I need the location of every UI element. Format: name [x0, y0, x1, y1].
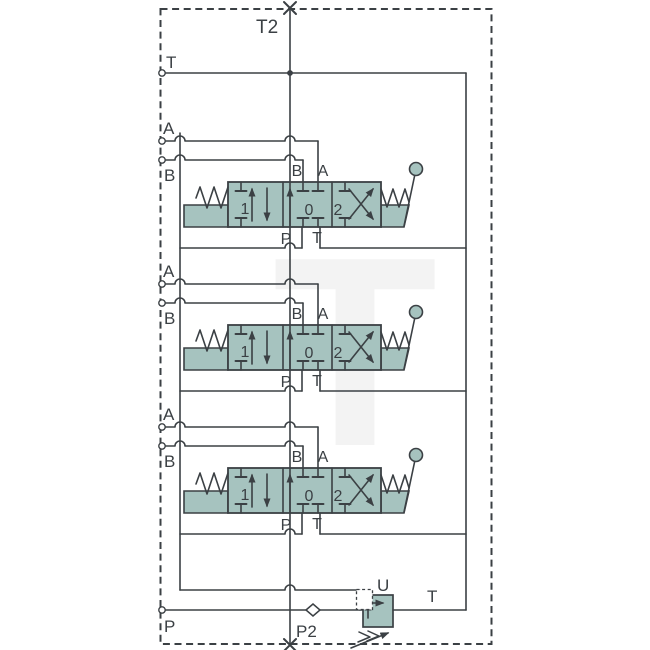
- valve-port-label-p: P: [281, 231, 292, 248]
- plug-x-icon-bottom: [283, 638, 297, 650]
- valve-port-label-t: T: [312, 516, 322, 533]
- coupler-circle-b: [158, 156, 166, 164]
- valve-section-3: [158, 421, 467, 535]
- coupler-label-b: B: [164, 166, 175, 185]
- work-port-line-a: [161, 278, 319, 285]
- relief-spring-chevron-1: [357, 631, 371, 643]
- spool-position-1: 1: [241, 487, 250, 504]
- coupler-label-a: A: [163, 119, 175, 138]
- check-valve-icon: [304, 603, 322, 617]
- coupler-circle-a: [158, 137, 166, 145]
- valve-section-2: [158, 278, 467, 392]
- label-p-bottom: P: [164, 617, 175, 636]
- left-spring: [195, 329, 229, 352]
- label-u-relief: U: [377, 576, 389, 595]
- spool-position-0: 0: [305, 202, 314, 219]
- supply-link-line: [179, 584, 361, 591]
- valve-section-1: [158, 135, 467, 249]
- coupler-circle-a: [158, 423, 166, 431]
- coupler-label-a: A: [163, 405, 175, 424]
- lever-arm: [403, 316, 416, 370]
- lever-arm: [403, 459, 416, 513]
- label-p2-bottom: P2: [296, 622, 317, 641]
- valve-port-label-t: T: [312, 230, 322, 247]
- coupler-circle-b: [158, 442, 166, 450]
- coupler-label-a: A: [163, 262, 175, 281]
- left-spring: [195, 186, 229, 209]
- lever-knob: [408, 161, 424, 177]
- work-port-line-b: [161, 297, 304, 304]
- coupler-label-b: B: [164, 452, 175, 471]
- pilot-line-dashed-box: [355, 588, 374, 611]
- coupler-circle-a: [158, 280, 166, 288]
- relief-adjust-arrow: [350, 632, 390, 649]
- cross-arrow-2: [348, 474, 374, 507]
- spool-position-2: 2: [334, 488, 343, 505]
- tank-port-circle: [158, 69, 166, 77]
- junction-dot: [287, 70, 293, 76]
- lever-knob: [408, 447, 424, 463]
- valve-port-label-a: A: [318, 449, 329, 466]
- label-t-relief: T: [427, 587, 437, 606]
- label-t-top: T: [166, 53, 176, 72]
- coupler-label-b: B: [164, 309, 175, 328]
- valve-port-label-p: P: [281, 517, 292, 534]
- spool-position-1: 1: [241, 344, 250, 361]
- right-spring: [380, 331, 410, 351]
- spool-position-0: 0: [305, 345, 314, 362]
- spool-position-1: 1: [241, 201, 250, 218]
- valve-port-label-a: A: [318, 306, 329, 323]
- valve-port-label-b: B: [292, 163, 303, 180]
- system-boundary-dashed: [159, 8, 493, 645]
- left-spring: [195, 472, 229, 495]
- label-t2: T2: [256, 17, 278, 38]
- pump-port-circle: [158, 606, 166, 614]
- work-port-line-b: [161, 440, 304, 447]
- work-port-line-a: [161, 135, 319, 142]
- valve-port-label-p: P: [281, 374, 292, 391]
- valve-port-label-a: A: [318, 163, 329, 180]
- valve-port-label-t: T: [312, 373, 322, 390]
- work-port-line-b: [161, 154, 304, 161]
- valve-port-label-b: B: [292, 449, 303, 466]
- cross-arrow-2: [348, 188, 374, 221]
- plug-x-icon-top: [283, 1, 297, 15]
- cross-arrow-2: [348, 331, 374, 364]
- valve-port-label-b: B: [292, 306, 303, 323]
- right-spring: [380, 474, 410, 494]
- spool-position-0: 0: [305, 488, 314, 505]
- lever-knob: [408, 304, 424, 320]
- work-port-line-a: [161, 421, 319, 428]
- valve-body: [227, 181, 382, 228]
- spool-position-2: 2: [334, 202, 343, 219]
- coupler-circle-b: [158, 299, 166, 307]
- right-spring: [380, 188, 410, 208]
- spool-position-2: 2: [334, 345, 343, 362]
- lever-arm: [403, 173, 416, 227]
